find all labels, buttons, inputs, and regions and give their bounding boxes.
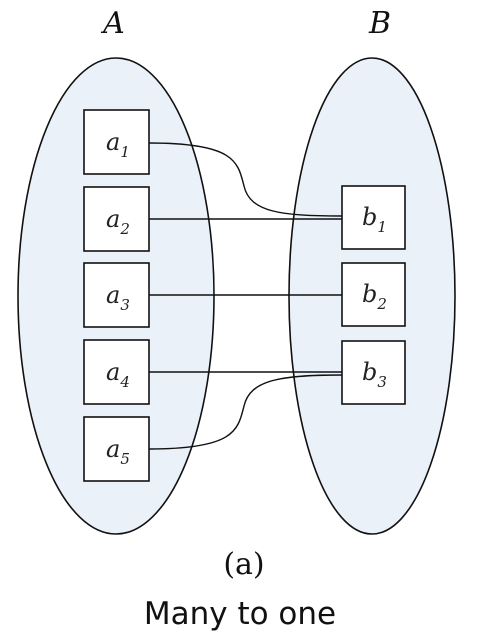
element-box xyxy=(341,340,406,405)
set-a-element-a4: a4 xyxy=(83,339,150,405)
element-box xyxy=(341,262,406,327)
set-a-element-a2: a2 xyxy=(83,186,150,252)
mapping-line-a5-b3 xyxy=(148,374,343,450)
element-box xyxy=(83,109,150,175)
set-b-element-b3: b3 xyxy=(341,340,406,405)
panel-label: (a) xyxy=(223,547,264,582)
element-label: b1 xyxy=(362,203,387,236)
element-box xyxy=(341,185,406,250)
set-a-element-a3: a3 xyxy=(83,262,150,328)
set-a-title: A xyxy=(100,6,125,41)
set-b-element-b1: b1 xyxy=(341,185,406,250)
element-label: b2 xyxy=(362,280,387,313)
element-box xyxy=(83,339,150,405)
set-a-element-a1: a1 xyxy=(83,109,150,175)
element-box xyxy=(83,416,150,482)
mapping-line-a1-b1 xyxy=(148,142,343,217)
caption: Many to one xyxy=(144,596,336,632)
element-box xyxy=(83,186,150,252)
set-b-title: B xyxy=(368,6,391,41)
set-b-element-b2: b2 xyxy=(341,262,406,327)
element-label: a2 xyxy=(106,205,130,238)
element-label: a5 xyxy=(106,435,130,468)
element-label: b3 xyxy=(362,358,387,391)
set-a-element-a5: a5 xyxy=(83,416,150,482)
element-label: a4 xyxy=(106,358,130,391)
element-label: a3 xyxy=(106,281,130,314)
element-label: a1 xyxy=(106,128,130,161)
element-box xyxy=(83,262,150,328)
